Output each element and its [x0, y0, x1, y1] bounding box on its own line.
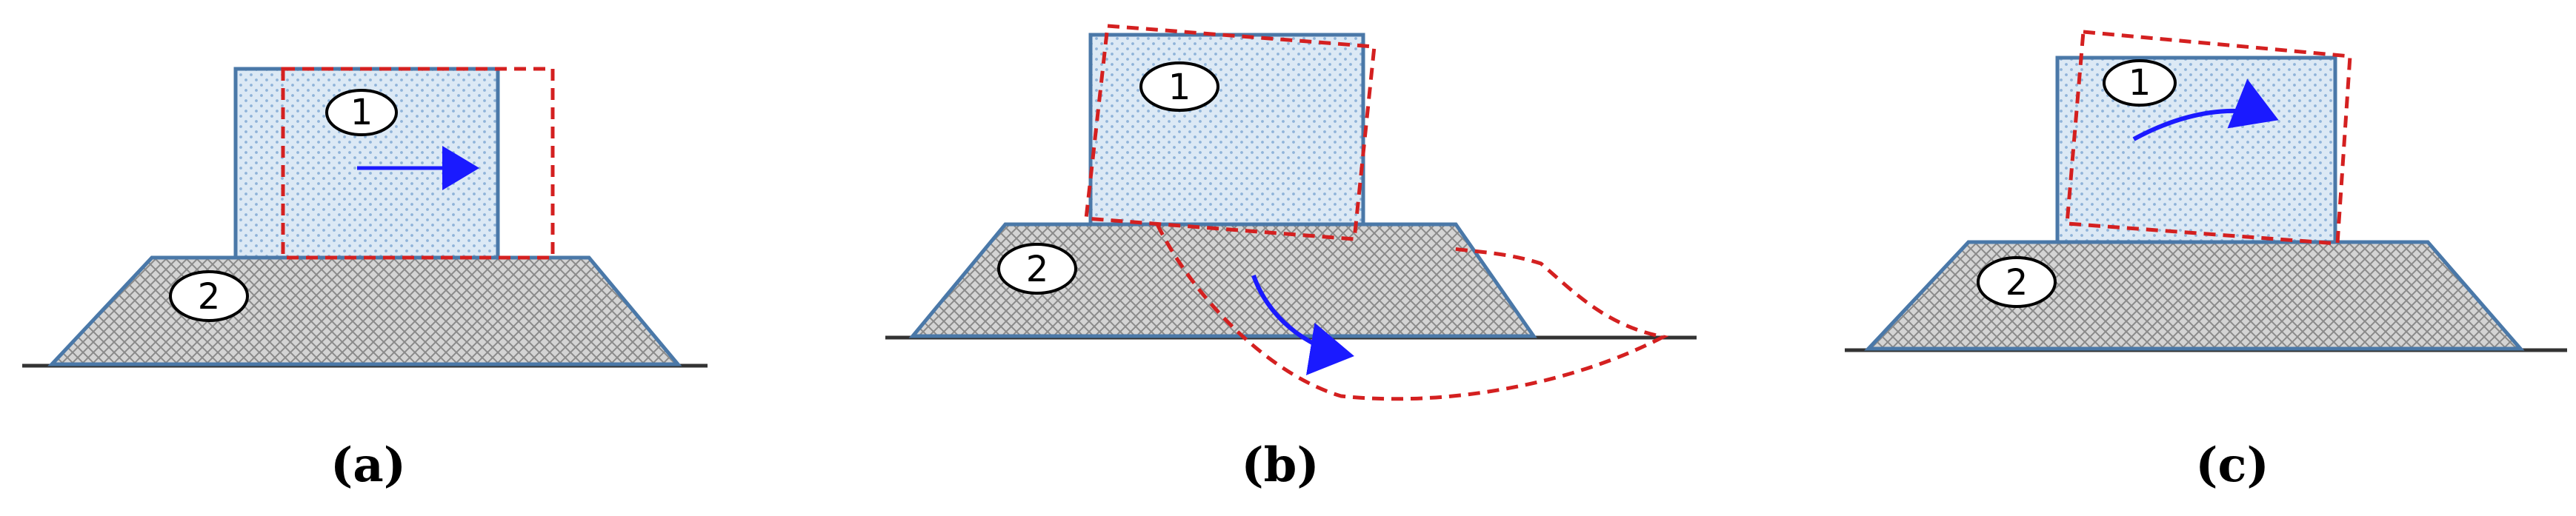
label-bubble [1139, 61, 1219, 112]
panel-a: 1 2 (a) [22, 67, 708, 493]
label-bubble [997, 243, 1077, 295]
panel-caption: (b) [1241, 438, 1319, 493]
label-bubble [169, 270, 249, 322]
curved-arrow-icon [2132, 78, 2279, 141]
label-bubble [2103, 59, 2177, 107]
upper-label: 1 [2129, 62, 2151, 104]
upper-block [1088, 33, 1365, 227]
curved-arrow-icon [1251, 275, 1354, 375]
lower-base [1864, 240, 2525, 351]
label-bubble [1977, 256, 2057, 308]
upper-label: 1 [1168, 67, 1191, 108]
panel-caption: (a) [330, 438, 406, 493]
displaced-block-outline [2065, 30, 2352, 246]
lower-base [47, 255, 682, 366]
lower-label: 2 [1026, 249, 1049, 290]
panel-caption: (c) [2195, 438, 2269, 493]
lower-label: 2 [198, 276, 221, 318]
label-bubble [325, 89, 398, 136]
lower-label: 2 [2006, 262, 2028, 304]
upper-block [2055, 56, 2337, 244]
slip-surface-outline [1155, 223, 1669, 401]
displaced-block-outline [1084, 24, 1377, 241]
upper-label: 1 [350, 92, 373, 133]
panel-b: 1 2 (b) [885, 24, 1697, 493]
panel-c: 1 2 (c) [1845, 30, 2567, 493]
displaced-block-outline [281, 67, 555, 260]
